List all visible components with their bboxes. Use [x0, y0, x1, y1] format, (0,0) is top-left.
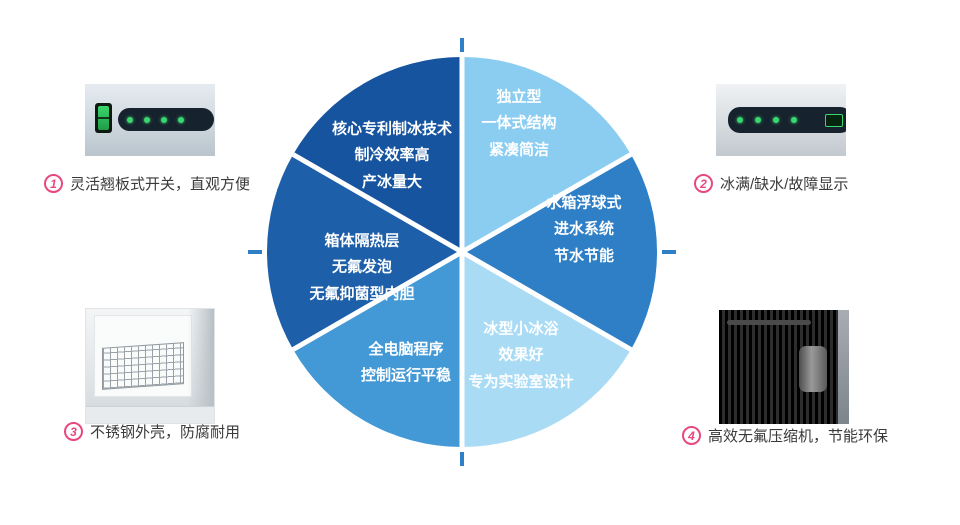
feature-pie-chart: 独立型 一体式结构 紧凑简洁 水箱浮球式 进水系统 节水节能 冰型小冰浴 效果好… [242, 32, 682, 472]
segment-line: 紧凑简洁 [488, 141, 550, 159]
pie-segment-top-right [462, 57, 631, 252]
segment-line: 制冷效率高 [354, 146, 430, 164]
indicator-dot [791, 117, 797, 123]
segment-label-left: 箱体隔热层 无氟发泡 无氟抑菌型内胆 [309, 229, 414, 308]
number-badge-1: 1 [44, 174, 63, 193]
indicator-display-photo [716, 84, 846, 156]
segment-line: 控制运行平稳 [360, 367, 452, 384]
number-badge-2: 2 [694, 174, 713, 193]
cabinet-door-edge [86, 406, 214, 423]
segment-line: 效果好 [498, 346, 544, 364]
segment-dividers [291, 57, 633, 447]
cabinet-edge [838, 310, 849, 424]
digital-display-icon [825, 113, 843, 127]
indicator-dot [161, 116, 167, 123]
segment-line: 节水节能 [553, 247, 615, 265]
feature-caption-4: 4 高效无氟压缩机，节能环保 [682, 425, 888, 446]
segment-label-top-left: 核心专利制冰技术 制冷效率高 产冰量大 [332, 117, 452, 196]
indicator-dot [755, 117, 761, 123]
segment-label-bottom-right: 冰型小冰浴 效果好 专为实验室设计 [468, 317, 573, 396]
feature-caption-2: 2 冰满/缺水/故障显示 [694, 173, 848, 194]
feature-caption-3: 3 不锈钢外壳，防腐耐用 [64, 421, 240, 442]
segment-label-bottom-left: 全电脑程序 控制运行平稳 [361, 337, 451, 390]
feature-caption-text-4: 高效无氟压缩机，节能环保 [708, 428, 889, 445]
pie-segment-bottom-right [462, 252, 631, 447]
pie-chart-svg [248, 38, 676, 466]
segment-line: 无氟抑菌型内胆 [309, 285, 415, 303]
indicator-dot [144, 116, 150, 123]
pie-segment-top-left [293, 57, 462, 252]
segment-line: 冰型小冰浴 [483, 320, 559, 338]
segment-line: 无氟发泡 [331, 258, 393, 276]
segment-line: 箱体隔热层 [324, 232, 400, 250]
compressor-photo [719, 310, 849, 424]
rocker-switch-photo [85, 84, 215, 156]
condenser-coils-icon [719, 310, 849, 424]
indicator-dot [773, 117, 779, 123]
stainless-interior-photo [85, 308, 215, 424]
indicator-dot [737, 117, 743, 123]
feature-caption-text-3: 不锈钢外壳，防腐耐用 [90, 424, 241, 441]
wire-shelf-icon [102, 342, 184, 390]
segment-line: 进水系统 [553, 220, 615, 238]
pipe-icon [727, 320, 811, 325]
segment-line: 水箱浮球式 [546, 194, 622, 212]
indicator-dot [127, 116, 133, 123]
cabinet-side-wall [188, 309, 214, 423]
segment-line: 全电脑程序 [368, 340, 444, 358]
feature-caption-text-1: 灵活翘板式开关，直观方便 [70, 176, 251, 193]
number-badge-4: 4 [682, 426, 701, 445]
rocker-switch-icon [95, 103, 112, 133]
segment-line: 一体式结构 [481, 114, 557, 132]
segment-line: 核心专利制冰技术 [331, 120, 453, 138]
display-panel-icon [728, 107, 846, 133]
segment-label-top-right: 独立型 一体式结构 紧凑简洁 [481, 85, 556, 164]
segment-line: 产冰量大 [361, 173, 423, 191]
number-badge-3: 3 [64, 422, 83, 441]
segment-line: 独立型 [496, 88, 542, 106]
segment-label-right: 水箱浮球式 进水系统 节水节能 [546, 191, 621, 270]
compressor-tank-icon [799, 346, 827, 392]
segment-line: 专为实验室设计 [468, 373, 574, 391]
pie-segment-left [266, 154, 462, 350]
feature-caption-1: 1 灵活翘板式开关，直观方便 [44, 173, 250, 194]
indicator-dot [178, 116, 184, 123]
control-panel-icon [118, 108, 214, 131]
feature-caption-text-2: 冰满/缺水/故障显示 [720, 176, 849, 193]
pie-segment-bottom-left [293, 252, 462, 447]
rocker-divider [98, 117, 109, 119]
pie-segment-right [462, 154, 658, 350]
